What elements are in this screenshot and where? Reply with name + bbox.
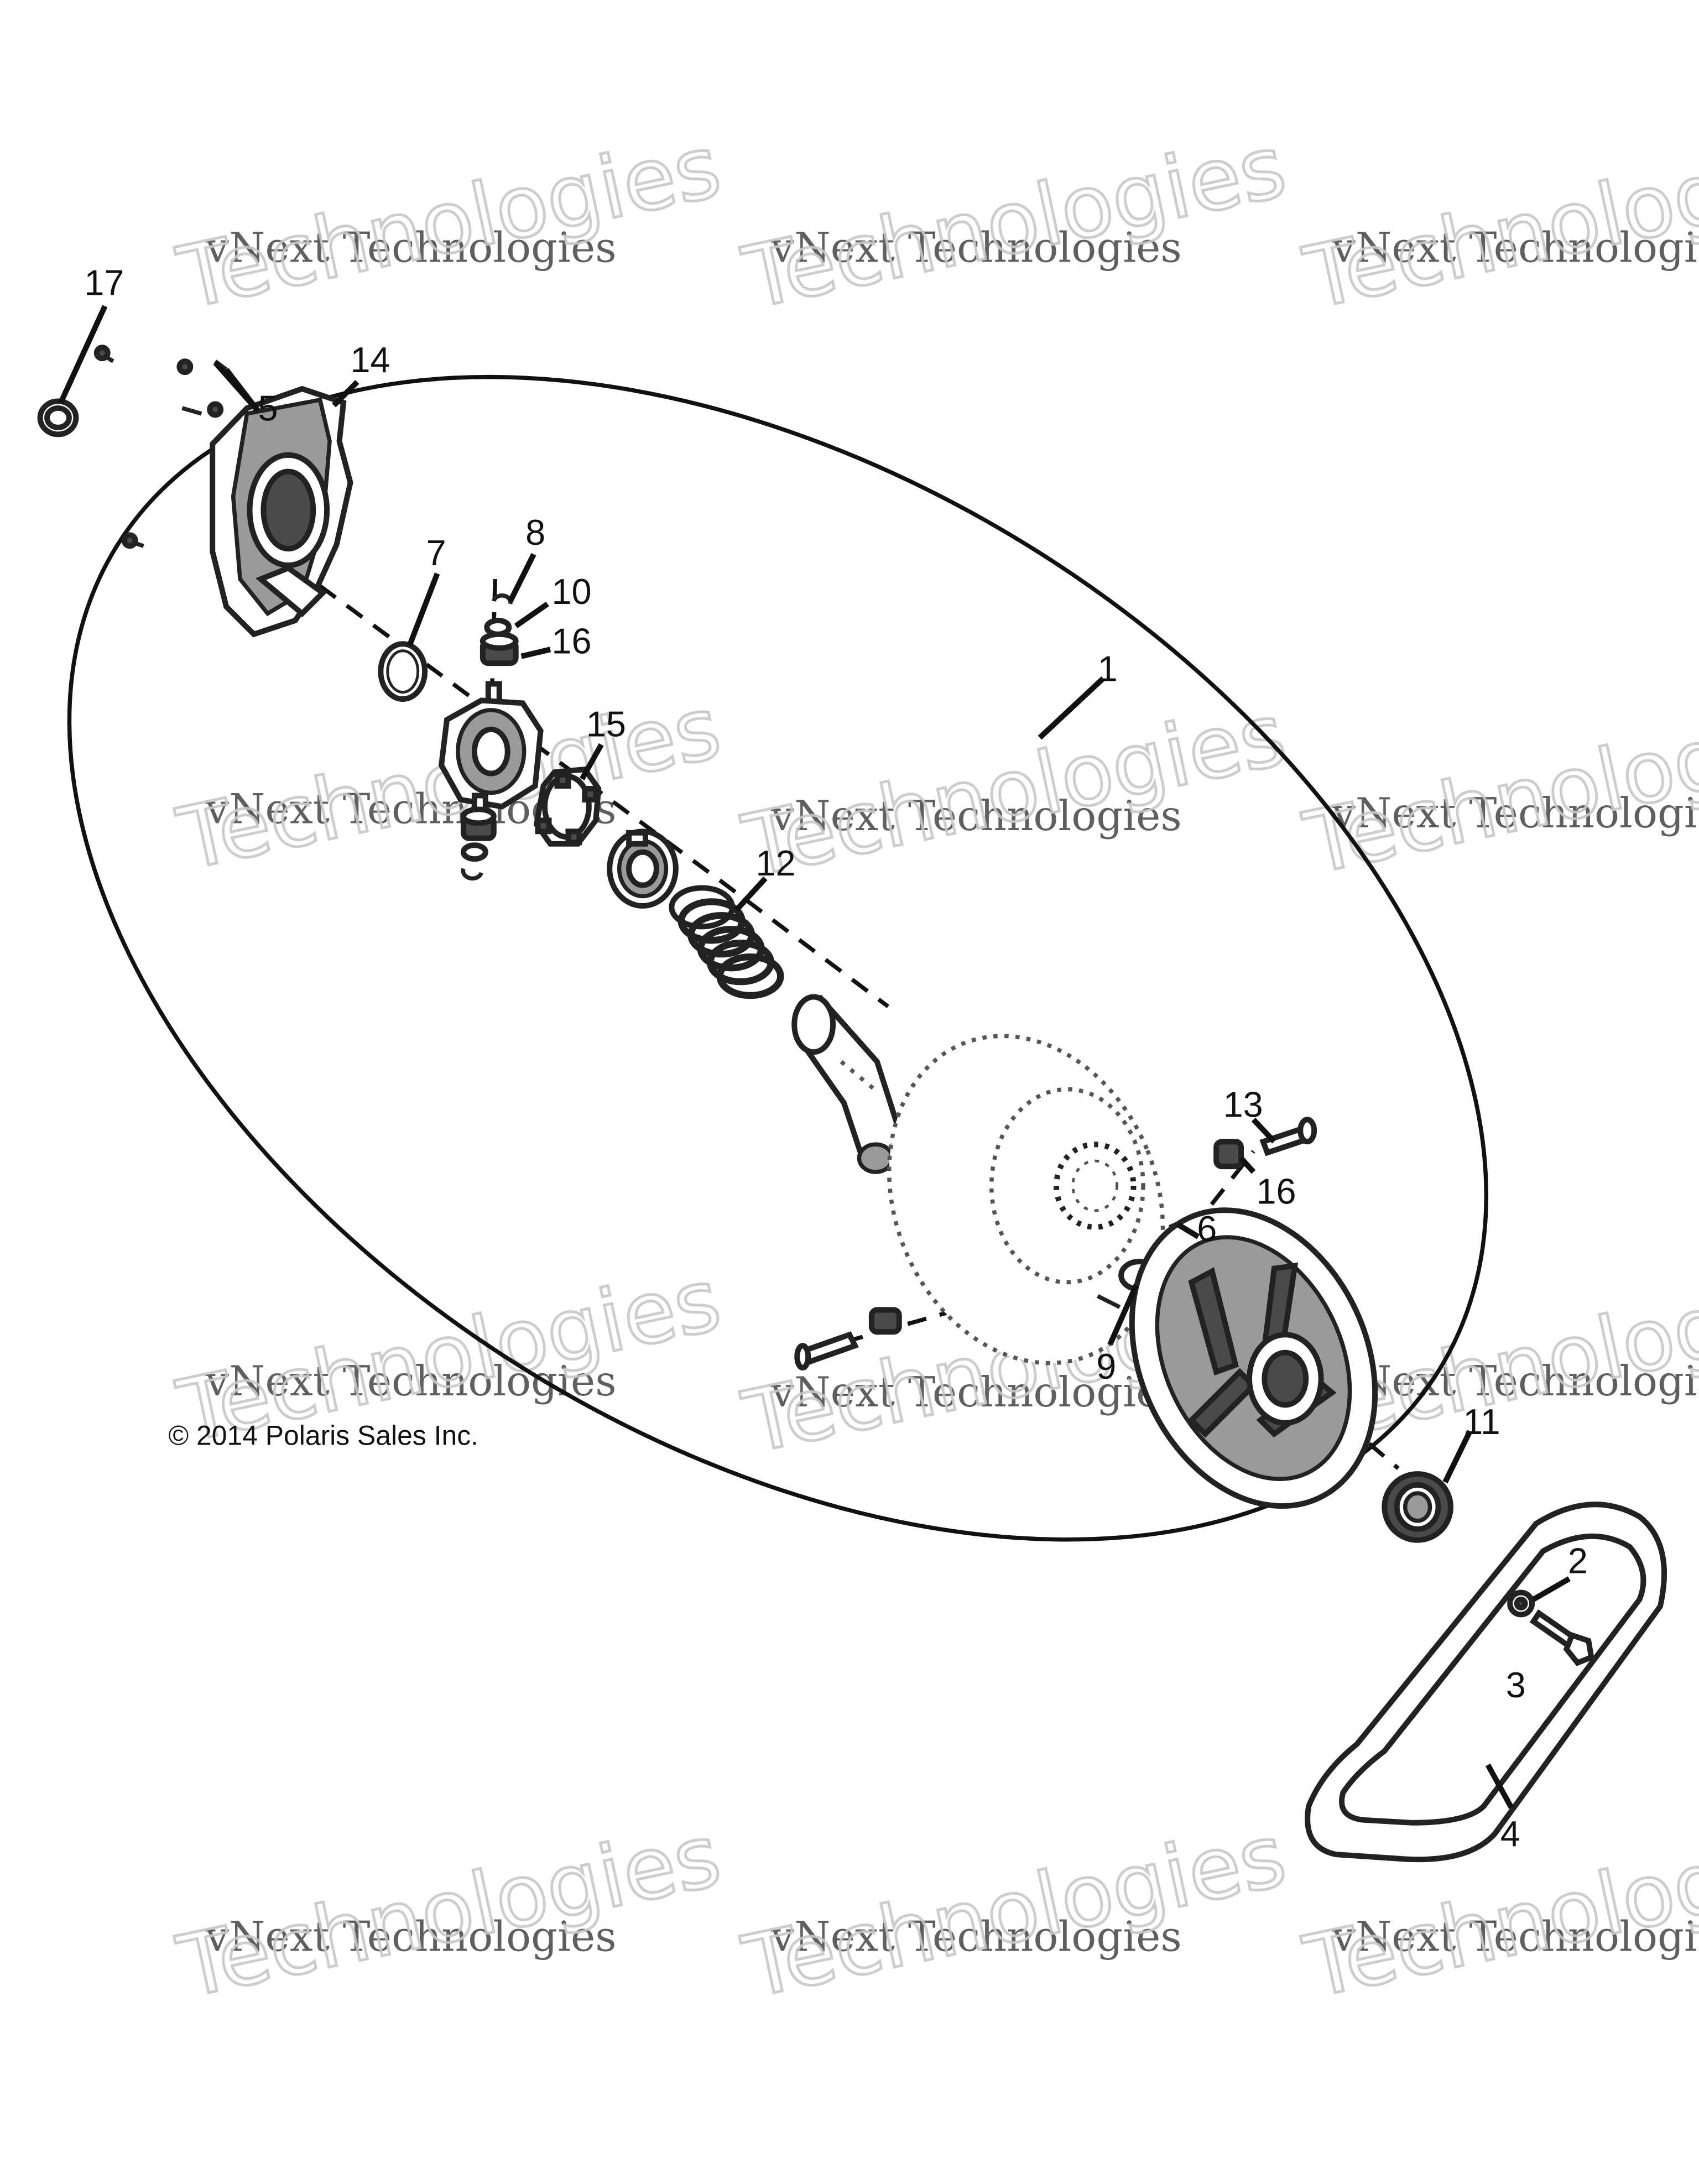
leader-lines (58, 305, 1571, 1809)
watermark-text: vNext Technologies (770, 1368, 1182, 1416)
part-movable-sheave (1129, 1207, 1378, 1509)
watermark-text: Technologies (736, 685, 1294, 896)
callout-2: 2 (1568, 1541, 1588, 1581)
callout-6: 6 (1197, 1208, 1217, 1249)
part-bolt-right (1213, 1117, 1317, 1170)
watermark-text: vNext Technologies (205, 224, 617, 272)
part-drive-belt (1305, 1502, 1667, 1863)
watermark-top-left: vNext Technologies Technologies (169, 116, 730, 330)
callout-14: 14 (351, 340, 390, 380)
part-shaft (791, 994, 903, 1174)
callout-5: 5 (258, 388, 278, 428)
watermark-text: vNext Technologies (1332, 1357, 1699, 1405)
watermark-text: vNext Technologies (1332, 789, 1699, 837)
part-stationary-sheave (887, 1034, 1165, 1365)
callout-4: 4 (1500, 1813, 1520, 1854)
copyright-notice: © 2014 Polaris Sales Inc. (168, 1420, 478, 1451)
callout-15: 15 (586, 703, 626, 744)
watermark-text: Technologies (736, 1806, 1294, 2018)
part-o-ring (37, 398, 79, 437)
callout-1: 1 (1098, 649, 1118, 689)
callout-3: 3 (1506, 1665, 1526, 1705)
watermark-text: vNext Technologies (770, 224, 1182, 272)
watermark-bottom-left: vNext Technologies Technologies (169, 1805, 730, 2019)
callout-7: 7 (426, 533, 446, 573)
watermark-text: vNext Technologies (770, 1913, 1182, 1961)
watermark-text: Technologies (1297, 117, 1699, 329)
callout-10: 10 (552, 571, 592, 612)
callout-8: 8 (525, 512, 545, 552)
assembly-outline (67, 374, 1489, 1542)
callout-12: 12 (755, 843, 795, 883)
callout-13: 13 (1223, 1084, 1263, 1124)
watermark-top-right: vNext Technologies Technologies (1295, 116, 1699, 330)
watermark-text: vNext Technologies (770, 792, 1182, 840)
part-spider (438, 681, 544, 818)
callout-11: 11 (1463, 1401, 1500, 1442)
watermark-top-center: vNext Technologies Technologies (734, 116, 1295, 330)
watermark-text: vNext Technologies (1332, 224, 1699, 272)
callout-labels: 17 5 14 7 8 10 16 15 1 12 13 16 6 9 11 2… (84, 263, 1588, 1854)
part-washer-bolt (1507, 1589, 1594, 1666)
watermark-text: vNext Technologies (205, 1913, 617, 1961)
callout-9: 9 (1096, 1346, 1116, 1386)
part-bolt-left (794, 1307, 902, 1371)
part-button-ring (533, 766, 602, 847)
part-spring (669, 885, 784, 999)
part-roller-stack-top (480, 593, 519, 666)
watermark-bottom-center: vNext Technologies Technologies (734, 1805, 1295, 2019)
part-bearing (1382, 1471, 1453, 1543)
watermark-text: Technologies (170, 1806, 728, 2018)
part-snap-ring (378, 641, 428, 702)
part-screws (93, 345, 228, 549)
watermark-text: vNext Technologies (1332, 1913, 1699, 1961)
part-roller-stack-bottom (460, 806, 497, 881)
watermark-mid-right: vNext Technologies Technologies (1295, 681, 1699, 895)
callout-16-right: 16 (1256, 1171, 1296, 1211)
watermark-text: Technologies (736, 117, 1294, 329)
watermark-text: Technologies (1297, 682, 1699, 894)
part-helix-plate (607, 828, 679, 909)
callout-17: 17 (84, 263, 124, 303)
callout-16-top: 16 (552, 621, 592, 661)
watermark-text: Technologies (170, 117, 728, 329)
part-cover (210, 385, 353, 638)
watermark-mid-center: vNext Technologies Technologies (734, 684, 1295, 898)
